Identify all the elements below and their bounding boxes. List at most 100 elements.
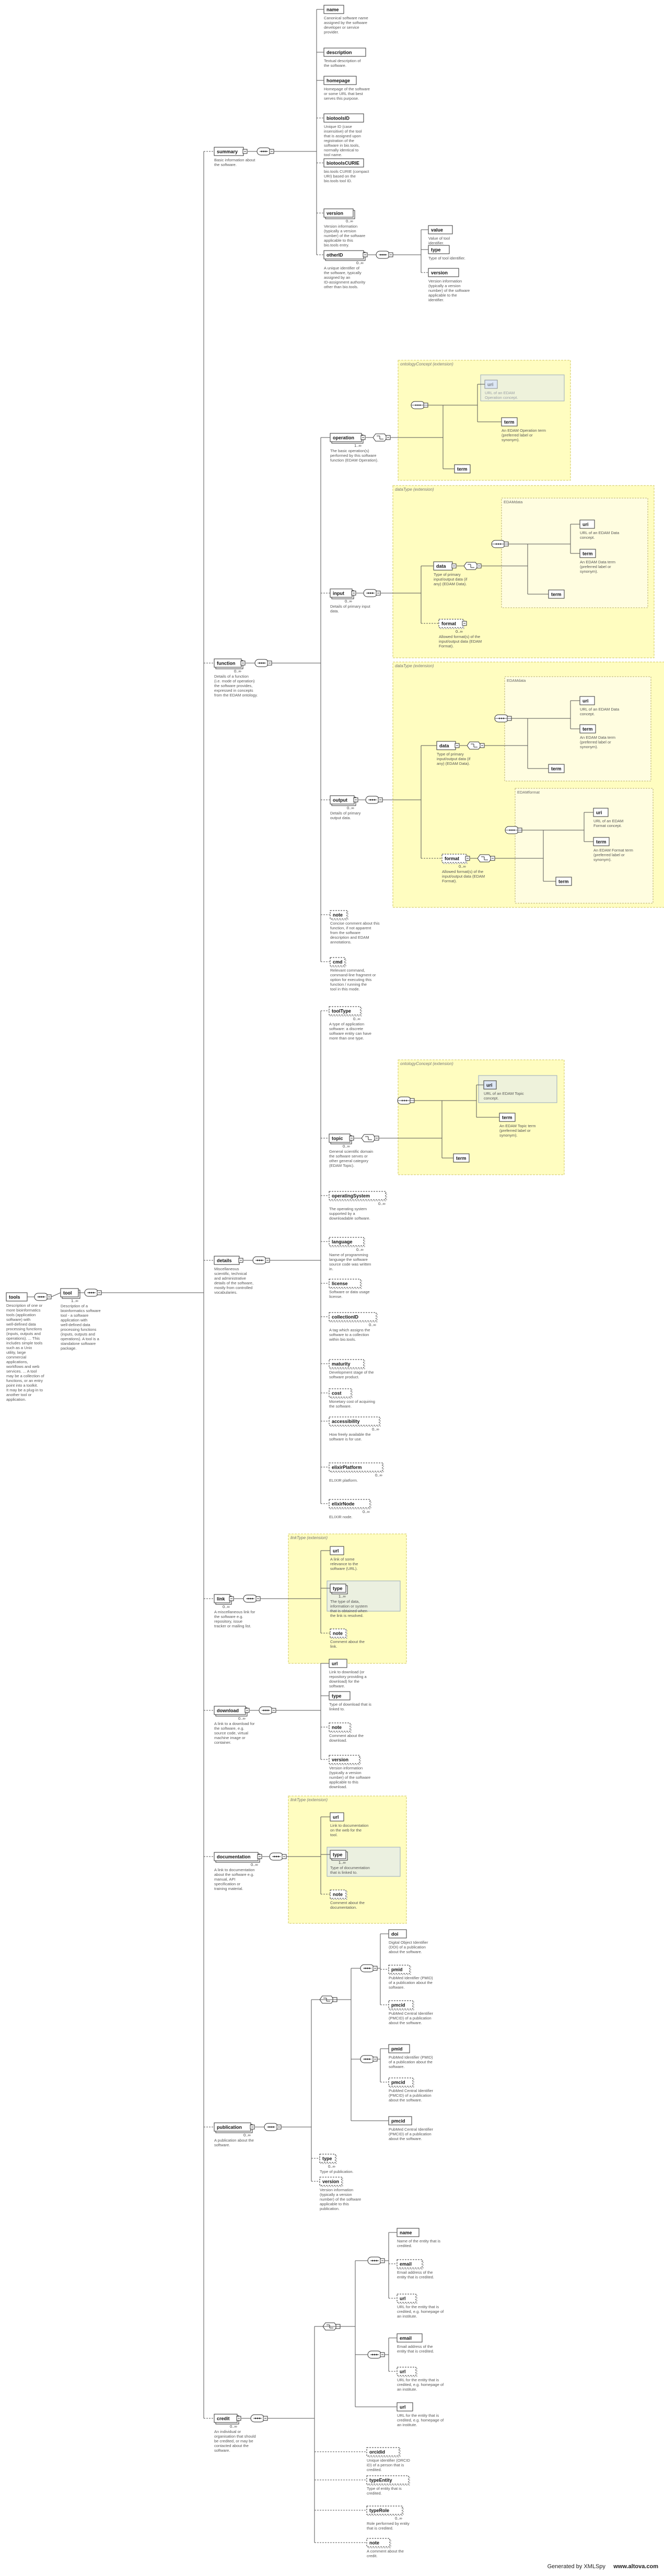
element-tools[interactable]: tools	[6, 1292, 28, 1302]
element-uri[interactable]: uri	[593, 808, 609, 817]
element-license[interactable]: license	[329, 1279, 362, 1289]
element-term[interactable]: term	[453, 1153, 470, 1163]
element-term[interactable]: term	[454, 464, 471, 474]
element-type[interactable]: type	[428, 245, 450, 254]
element-cost[interactable]: cost	[329, 1388, 353, 1399]
element-name[interactable]: name	[397, 2228, 420, 2237]
element-pmcid[interactable]: pmcid	[388, 2077, 414, 2088]
choice-icon[interactable]	[372, 433, 391, 442]
element-details[interactable]: details	[214, 1256, 243, 1265]
element-cmd[interactable]: cmd	[330, 957, 346, 967]
element-note[interactable]: note	[330, 1889, 347, 1900]
sequence-icon[interactable]	[360, 1964, 378, 1972]
sequence-icon[interactable]	[34, 1293, 52, 1301]
element-term[interactable]: term	[501, 417, 518, 427]
element-name[interactable]: name	[323, 5, 344, 14]
element-term[interactable]: term	[579, 549, 596, 558]
sequence-icon[interactable]	[250, 2414, 268, 2423]
sequence-icon[interactable]	[360, 2055, 378, 2063]
element-biotoolsCURIE[interactable]: biotoolsCURIE	[323, 158, 364, 168]
element-type[interactable]: type	[329, 1691, 351, 1700]
element-email[interactable]: email	[397, 2333, 423, 2343]
element-term[interactable]: term	[593, 837, 610, 846]
element-note[interactable]: note	[329, 1722, 352, 1733]
element-note[interactable]: note	[330, 1628, 347, 1639]
element-biotoolsID[interactable]: biotoolsID	[323, 113, 364, 123]
element-term[interactable]: term	[579, 724, 596, 734]
element-url[interactable]: url	[397, 2294, 417, 2304]
element-note[interactable]: note	[330, 910, 348, 920]
sequence-icon[interactable]	[259, 1706, 276, 1715]
element-value[interactable]: value	[428, 225, 453, 234]
altova-link[interactable]: www.altova.com	[613, 2563, 658, 2570]
sequence-icon[interactable]	[269, 1852, 287, 1861]
element-doi[interactable]: doi	[388, 1929, 407, 1939]
sequence-icon[interactable]	[243, 1594, 261, 1603]
element-description[interactable]: description	[323, 48, 366, 57]
choice-icon[interactable]	[477, 854, 495, 862]
element-pmid[interactable]: pmid	[388, 1965, 411, 1975]
element-url[interactable]: url	[397, 2402, 413, 2412]
sequence-icon[interactable]	[365, 796, 383, 804]
sequence-icon[interactable]	[363, 589, 381, 597]
element-typeEntity[interactable]: typeEntity	[366, 2475, 410, 2486]
element-term[interactable]: term	[548, 589, 565, 599]
choice-icon[interactable]	[467, 741, 485, 750]
element-orcidid[interactable]: orcidid	[366, 2447, 401, 2457]
choice-icon[interactable]	[463, 562, 482, 570]
element-pmcid[interactable]: pmcid	[388, 2116, 412, 2125]
element-version[interactable]: version	[428, 268, 459, 277]
sequence-icon[interactable]	[367, 2350, 385, 2359]
sequence-icon[interactable]	[376, 251, 393, 259]
element-summary[interactable]: summary	[214, 147, 248, 156]
sequence-icon[interactable]	[257, 147, 274, 156]
element-version[interactable]: version	[319, 2177, 343, 2187]
element-url[interactable]: url	[329, 1659, 347, 1668]
element-term[interactable]: term	[555, 877, 572, 886]
element-uri[interactable]: uri	[579, 519, 595, 529]
element-url[interactable]: url	[397, 2367, 417, 2377]
element-term[interactable]: term	[499, 1113, 516, 1122]
element-url[interactable]: url	[330, 1812, 344, 1822]
sequence-icon[interactable]	[254, 659, 272, 667]
element-term[interactable]: term	[548, 764, 565, 773]
element-email[interactable]: email	[397, 2259, 424, 2270]
sequence-icon[interactable]	[252, 1256, 270, 1265]
element-note[interactable]: note	[366, 2538, 391, 2548]
element-uri[interactable]: uri	[579, 696, 595, 705]
element-version[interactable]: version	[329, 1755, 361, 1765]
element-pmid[interactable]: pmid	[388, 2044, 410, 2053]
sequence-icon[interactable]	[264, 2123, 282, 2131]
element-uri[interactable]: uri	[483, 1080, 497, 1090]
element-pmcid[interactable]: pmcid	[388, 2000, 414, 2011]
element-maturity[interactable]: maturity	[329, 1359, 365, 1369]
sequence-icon[interactable]	[367, 2256, 385, 2265]
choice-icon[interactable]	[361, 1134, 379, 1142]
